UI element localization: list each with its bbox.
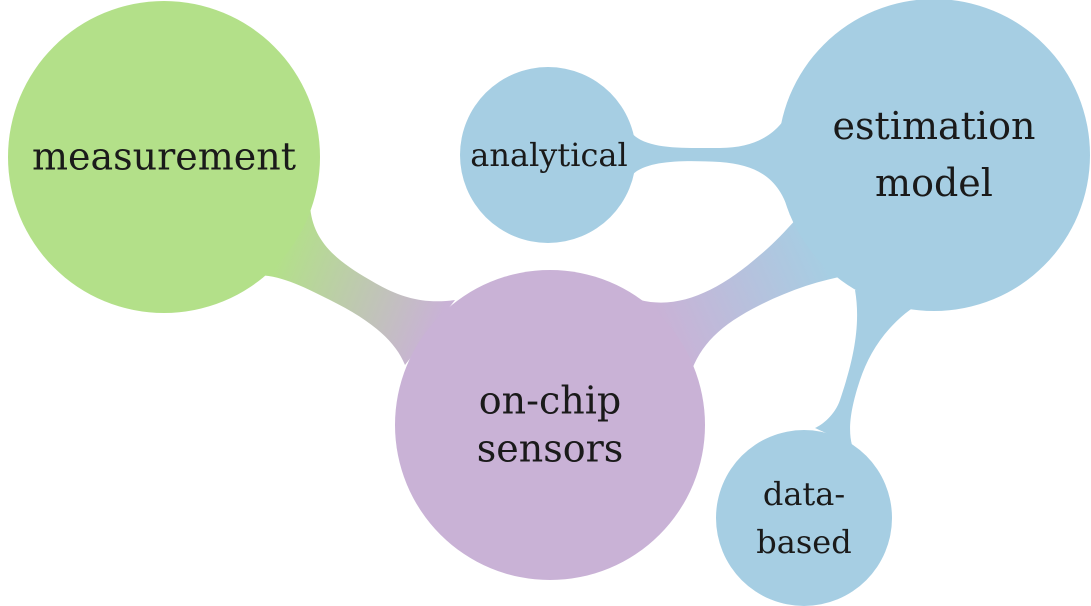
data-based-label: data- based [756,470,851,566]
node-analytical [460,67,636,243]
estimation-label-line2: model [875,161,993,205]
node-onchip-sensors [395,270,705,580]
databased-label-line2: based [756,523,852,561]
connector-estimation-databased [815,290,925,445]
measurement-label-text: measurement [31,134,297,179]
node-data-based [716,430,892,606]
analytical-label-text: analytical [470,136,628,174]
connector-analytical-estimation [628,110,790,215]
databased-label-line1: data- [762,475,846,513]
node-estimation-model [778,0,1090,311]
measurement-label: measurement [32,133,296,181]
connector-measurement-onchip [255,205,455,365]
estimation-label-line1: estimation [832,104,1036,148]
analytical-label: analytical [470,135,627,175]
node-measurement [8,1,320,313]
estimation-model-label: estimation model [833,98,1036,212]
onchip-label-line1: on-chip [478,378,622,423]
onchip-sensors-label: on-chip sensors [477,378,624,473]
connector-onchip-estimation [640,205,850,375]
onchip-label-line2: sensors [476,426,624,470]
